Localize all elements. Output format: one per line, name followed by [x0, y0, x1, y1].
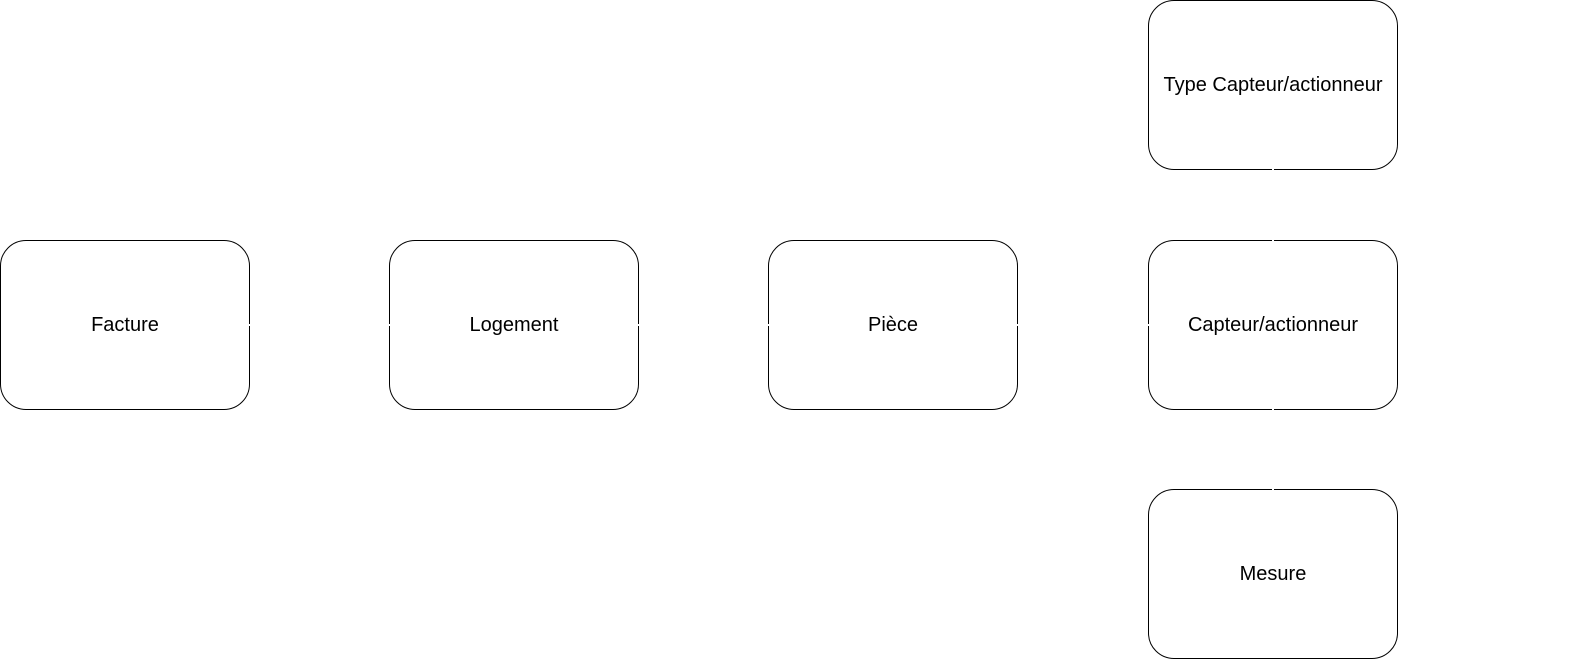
entity-capteur-actionneur[interactable]: Capteur/actionneur — [1148, 240, 1398, 410]
entity-mesure[interactable]: Mesure — [1148, 489, 1398, 659]
connection-port — [386, 324, 392, 326]
entity-facture[interactable]: Facture — [0, 240, 250, 410]
entity-type-capteur-actionneur[interactable]: Type Capteur/actionneur — [1148, 0, 1398, 170]
connection-port — [765, 324, 771, 326]
entity-logement[interactable]: Logement — [389, 240, 639, 410]
entity-label: Logement — [469, 313, 559, 336]
connection-port — [1145, 324, 1151, 326]
connection-port — [1272, 486, 1274, 492]
connection-port — [247, 324, 253, 326]
entity-label: Mesure — [1239, 562, 1307, 585]
connection-port — [1015, 324, 1021, 326]
connection-port — [1272, 237, 1274, 243]
connection-port — [1272, 167, 1274, 173]
entity-label: Pièce — [867, 313, 919, 336]
connection-port — [1272, 406, 1274, 412]
entity-label: Facture — [91, 313, 159, 336]
entity-piece[interactable]: Pièce — [768, 240, 1018, 410]
connection-port — [636, 324, 642, 326]
entity-label: Type Capteur/actionneur — [1163, 73, 1383, 96]
entity-label: Capteur/actionneur — [1187, 313, 1359, 336]
